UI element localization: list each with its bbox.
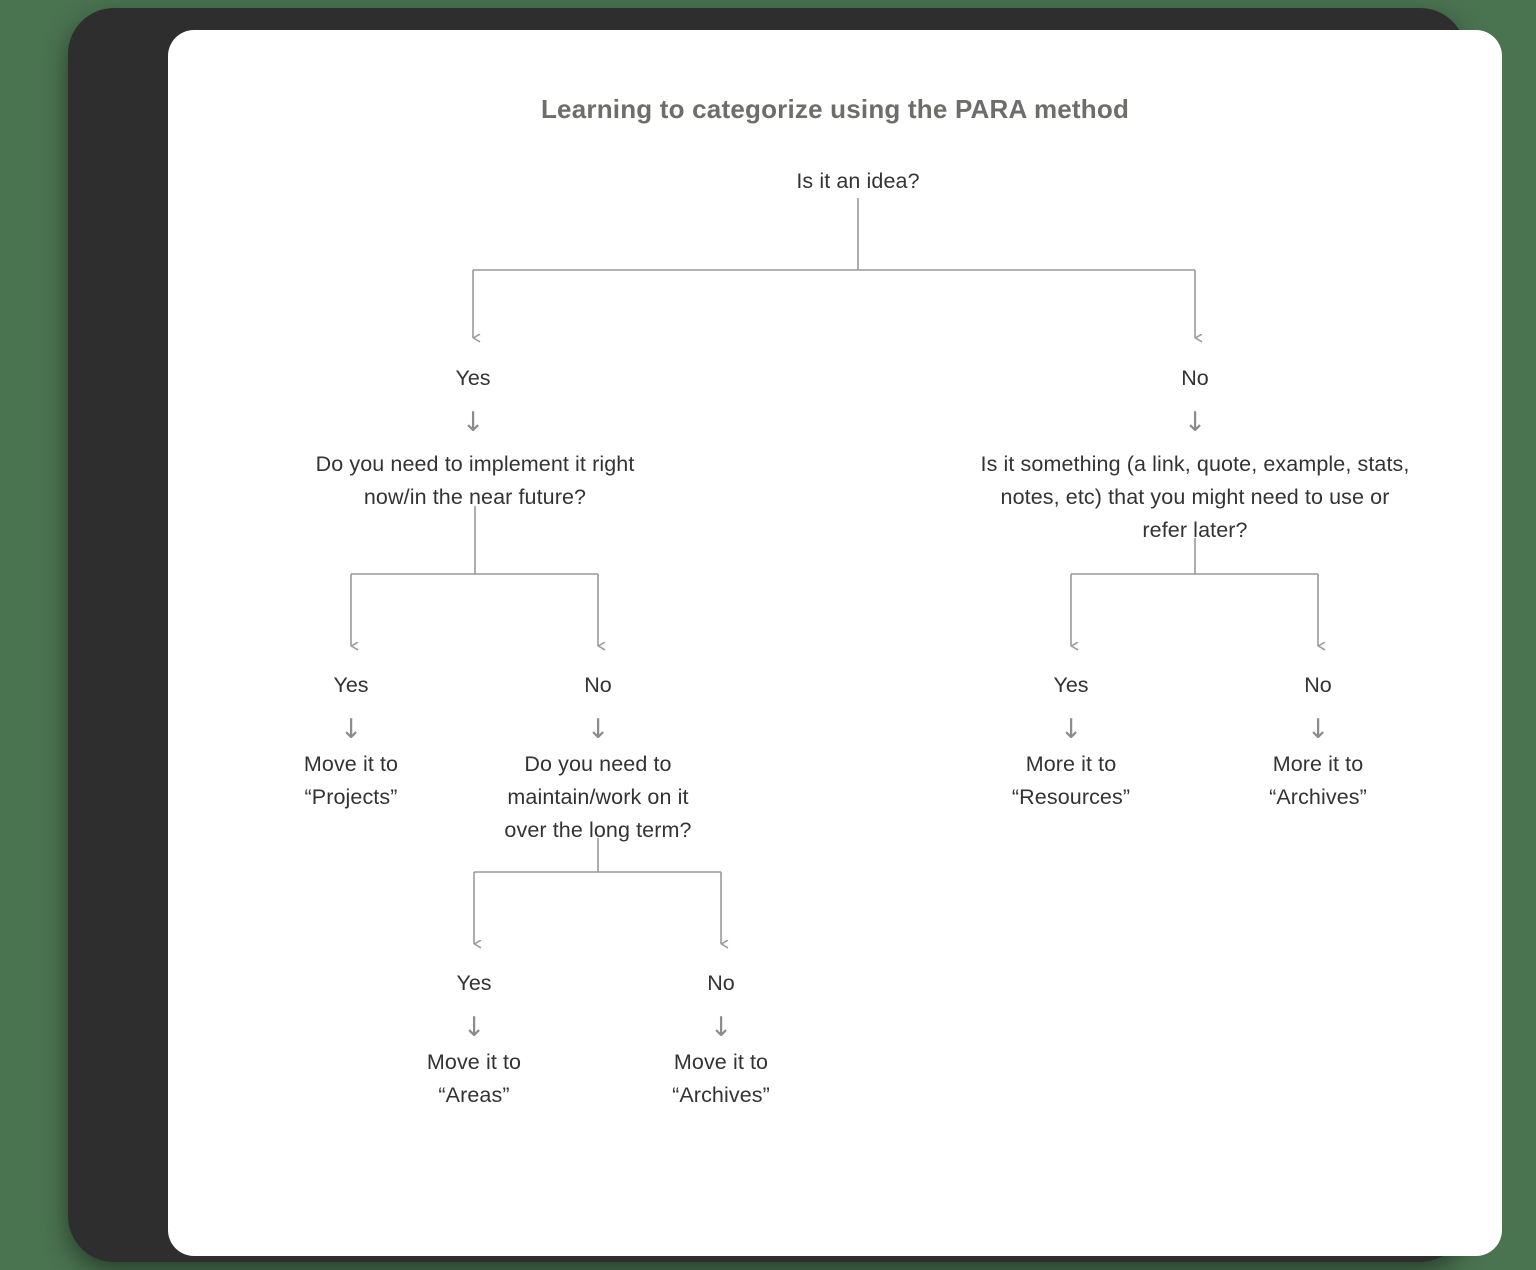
node-question-maintain: Do you need to maintain/work on it over … bbox=[504, 752, 692, 842]
node-outcome-projects: Move it to “Projects” bbox=[303, 752, 399, 809]
edge-label-no-reference: No bbox=[1304, 673, 1332, 697]
edge-label-no-maintain: No bbox=[707, 971, 735, 995]
edge-label-yes-maintain: Yes bbox=[456, 971, 492, 995]
arrow-down-icon: ↓ bbox=[709, 1012, 733, 1043]
edge-label-yes-implement: Yes bbox=[333, 673, 369, 697]
edge-label-no-implement: No bbox=[584, 673, 612, 697]
diagram-card: Learning to categorize using the PARA me… bbox=[168, 30, 1502, 1256]
device-frame: Learning to categorize using the PARA me… bbox=[68, 8, 1502, 1262]
flowchart-canvas: Learning to categorize using the PARA me… bbox=[168, 30, 1502, 1256]
node-outcome-areas: Move it to “Areas” bbox=[426, 1050, 522, 1107]
node-root-question: Is it an idea? bbox=[796, 169, 920, 193]
arrow-down-icon: ↓ bbox=[462, 1012, 486, 1043]
arrow-down-icon: ↓ bbox=[1183, 407, 1207, 438]
edge-label-yes-reference: Yes bbox=[1053, 673, 1089, 697]
page-title: Learning to categorize using the PARA me… bbox=[540, 94, 1130, 124]
arrow-down-icon: ↓ bbox=[1059, 714, 1083, 745]
node-question-reference: Is it something (a link, quote, example,… bbox=[980, 452, 1410, 542]
node-outcome-resources: More it to “Resources” bbox=[1011, 752, 1131, 809]
arrow-down-icon: ↓ bbox=[586, 714, 610, 745]
arrow-down-icon: ↓ bbox=[461, 407, 485, 438]
arrow-down-icon: ↓ bbox=[1306, 714, 1330, 745]
edge-label-no-level1: No bbox=[1181, 366, 1209, 390]
node-question-implement: Do you need to implement it right now/in… bbox=[315, 452, 635, 509]
arrow-down-icon: ↓ bbox=[339, 714, 363, 745]
edge-label-yes-level1: Yes bbox=[455, 366, 491, 390]
node-outcome-archives-right: More it to “Archives” bbox=[1269, 752, 1367, 809]
node-outcome-archives-bottom: Move it to “Archives” bbox=[672, 1050, 770, 1107]
